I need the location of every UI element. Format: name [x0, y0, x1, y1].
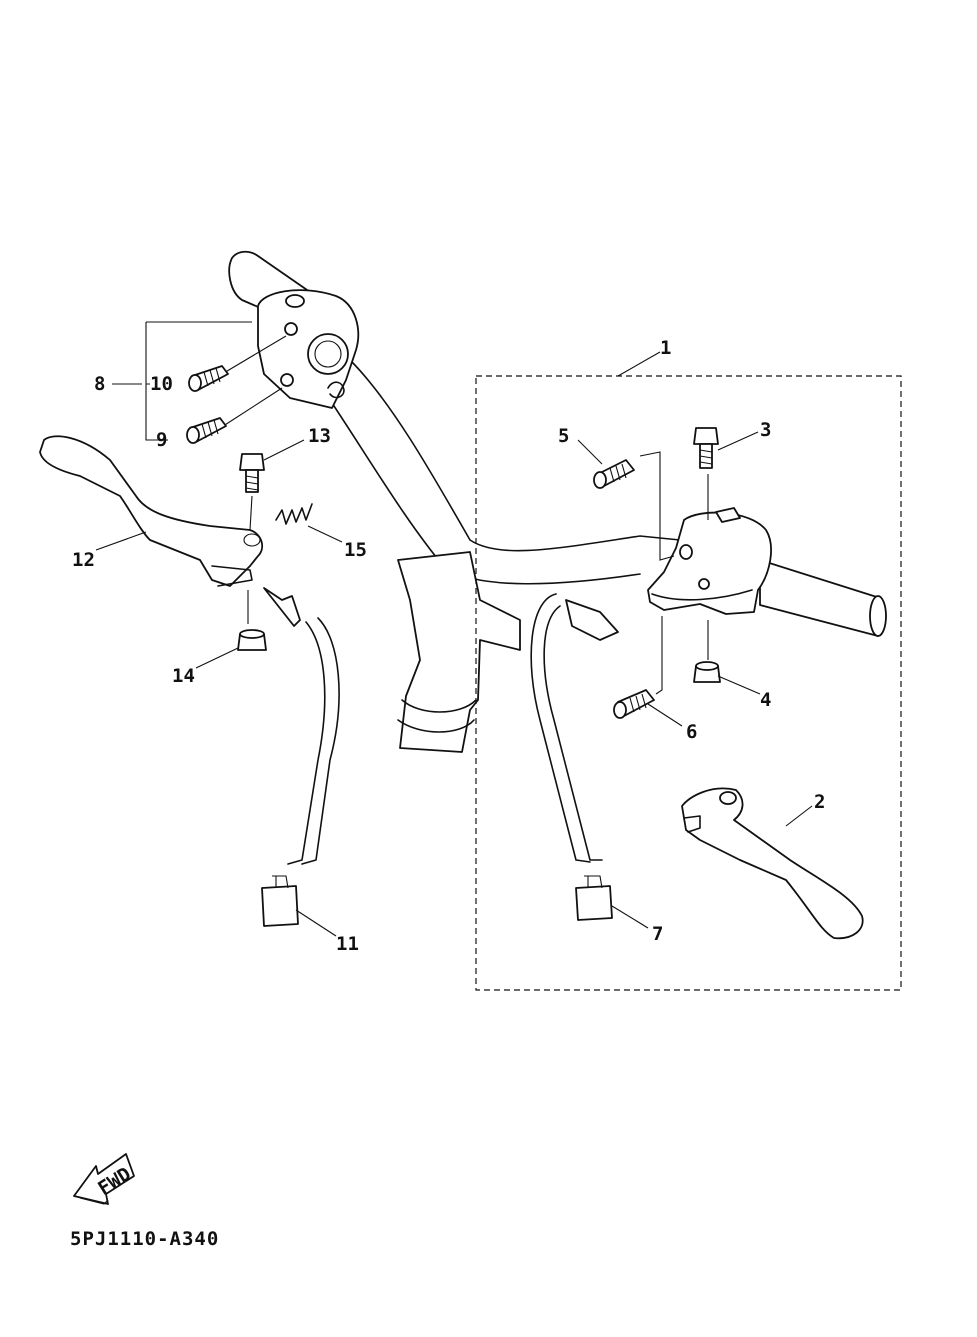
- nut-4: [693, 661, 721, 683]
- left-switch-housing: [257, 289, 360, 409]
- callout-2: 2: [814, 791, 825, 813]
- cable-7: [530, 593, 619, 921]
- screw-9: [186, 417, 227, 444]
- clutch-lever-12: [39, 435, 264, 587]
- callout-10: 10: [150, 373, 173, 395]
- callout-3: 3: [760, 419, 771, 441]
- assembly-box-1: [475, 375, 902, 991]
- callout-11: 11: [336, 933, 359, 955]
- callout-labels: 1 2 3 4 5 6 7 8 9 10 11 12 13 14 15: [72, 337, 825, 955]
- callout-9: 9: [156, 429, 167, 451]
- callout-12: 12: [72, 549, 95, 571]
- callout-15: 15: [344, 539, 367, 561]
- callout-4: 4: [760, 689, 771, 711]
- callout-1: 1: [660, 337, 671, 359]
- callout-13: 13: [308, 425, 331, 447]
- screw-10: [188, 365, 229, 392]
- callout-7: 7: [652, 923, 663, 945]
- callout-6: 6: [686, 721, 697, 743]
- callout-8: 8: [94, 373, 105, 395]
- screw-5: [593, 459, 635, 489]
- nut-14: [237, 629, 267, 651]
- callout-5: 5: [558, 425, 569, 447]
- screw-6: [613, 689, 655, 719]
- callout-14: 14: [172, 665, 195, 687]
- bolt-3: [693, 427, 719, 469]
- fwd-arrow-icon: FWD: [73, 1153, 135, 1205]
- spring-15: [275, 503, 313, 525]
- brake-lever-2: [681, 787, 864, 940]
- bolt-13: [239, 453, 265, 493]
- right-switch-housing: [647, 507, 772, 615]
- cable-11: [261, 587, 340, 927]
- diagram-code: 5PJ1110-A340: [70, 1228, 219, 1250]
- handlebar: [228, 250, 887, 753]
